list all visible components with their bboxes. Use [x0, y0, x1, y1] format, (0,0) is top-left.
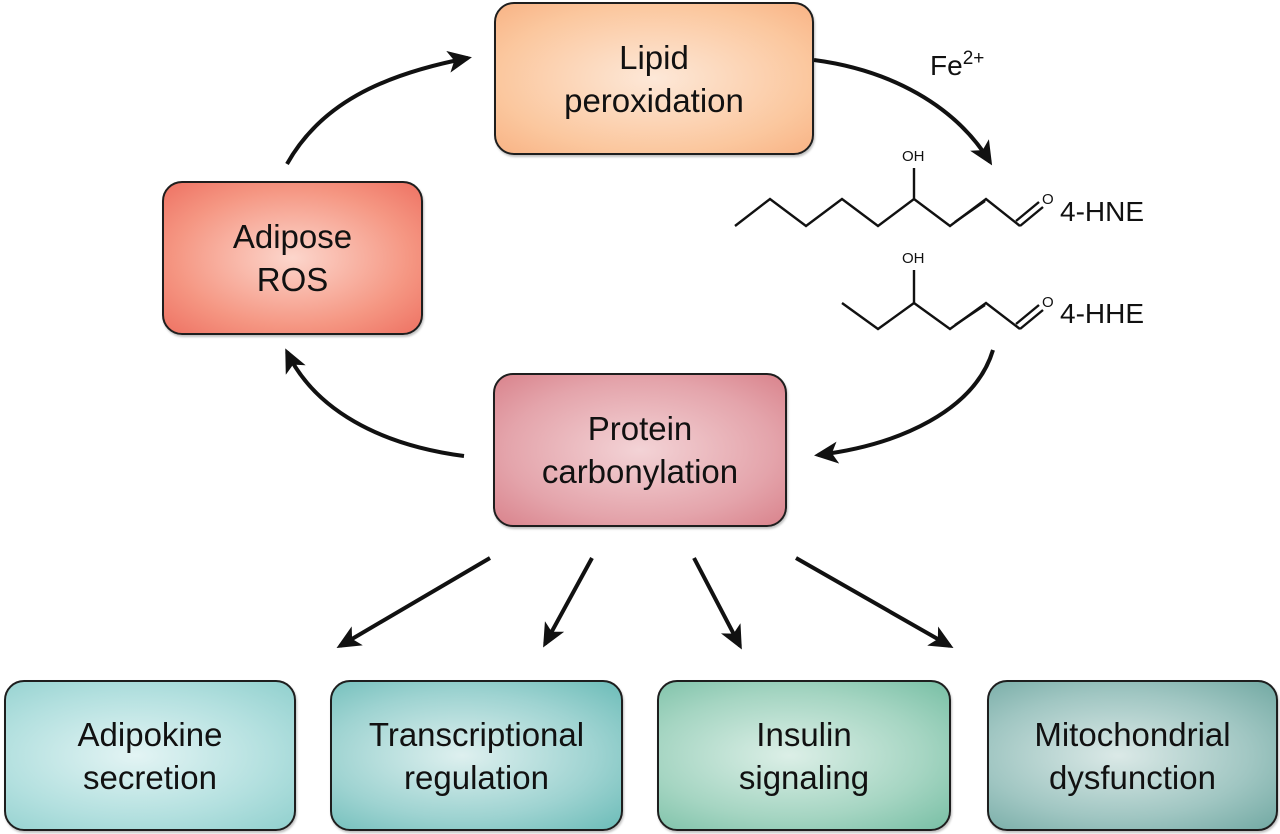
node-label-line: ROS: [256, 261, 329, 298]
arrow-lipid-to-aldehydes: [813, 58, 993, 166]
node-insulin-signaling: Insulin signaling: [657, 680, 951, 831]
node-label-line: Adipose: [232, 218, 353, 255]
hne-hydroxyl-label: OH: [902, 148, 925, 165]
node-mitochondrial-dysfunction: Mitochondrial dysfunction: [987, 680, 1278, 831]
node-label-line: regulation: [404, 758, 549, 796]
catalyst-label: Fe2+: [930, 48, 984, 82]
node-lipid-peroxidation: Lipid peroxidation: [494, 2, 814, 155]
arrow-protein-to-ros: [285, 348, 465, 458]
catalyst-symbol: Fe: [930, 50, 963, 81]
node-label-line: dysfunction: [1049, 758, 1216, 796]
node-label-line: Adipokine: [77, 715, 223, 753]
hhe-carbonyl-label: O: [1042, 294, 1054, 311]
node-adipokine-secretion: Adipokine secretion: [4, 680, 296, 831]
arrow-ros-to-lipid: [285, 50, 472, 165]
arrow-to-insulin: [692, 557, 742, 650]
molecule-4-hne-structure: [734, 168, 1044, 228]
arrow-to-transcriptional: [543, 557, 594, 648]
molecule-4-hhe-structure: [841, 270, 1044, 331]
catalyst-charge: 2+: [962, 48, 985, 69]
node-label-line: signaling: [738, 758, 870, 796]
arrow-to-mitochondrial: [795, 556, 954, 648]
hhe-hydroxyl-label: OH: [902, 250, 925, 267]
node-label-line: secretion: [83, 758, 217, 796]
node-label-line: Protein: [587, 410, 693, 447]
molecule-4-hhe-label: 4-HHE: [1060, 298, 1145, 329]
node-label-line: Mitochondrial: [1034, 715, 1231, 753]
arrow-to-adipokine: [336, 556, 492, 649]
node-label-line: Insulin: [756, 715, 852, 753]
node-transcriptional-regulation: Transcriptional regulation: [330, 680, 623, 831]
node-adipose-ros: Adipose ROS: [162, 181, 423, 335]
arrow-aldehydes-to-protein: [814, 349, 995, 464]
node-label-line: Transcriptional: [368, 715, 585, 753]
hne-carbonyl-label: O: [1042, 191, 1054, 208]
node-label-line: peroxidation: [564, 81, 744, 119]
node-protein-carbonylation: Protein carbonylation: [493, 373, 787, 527]
molecule-4-hne-label: 4-HNE: [1060, 196, 1145, 227]
node-label-line: Lipid: [619, 38, 689, 76]
node-label-line: carbonylation: [541, 453, 739, 490]
